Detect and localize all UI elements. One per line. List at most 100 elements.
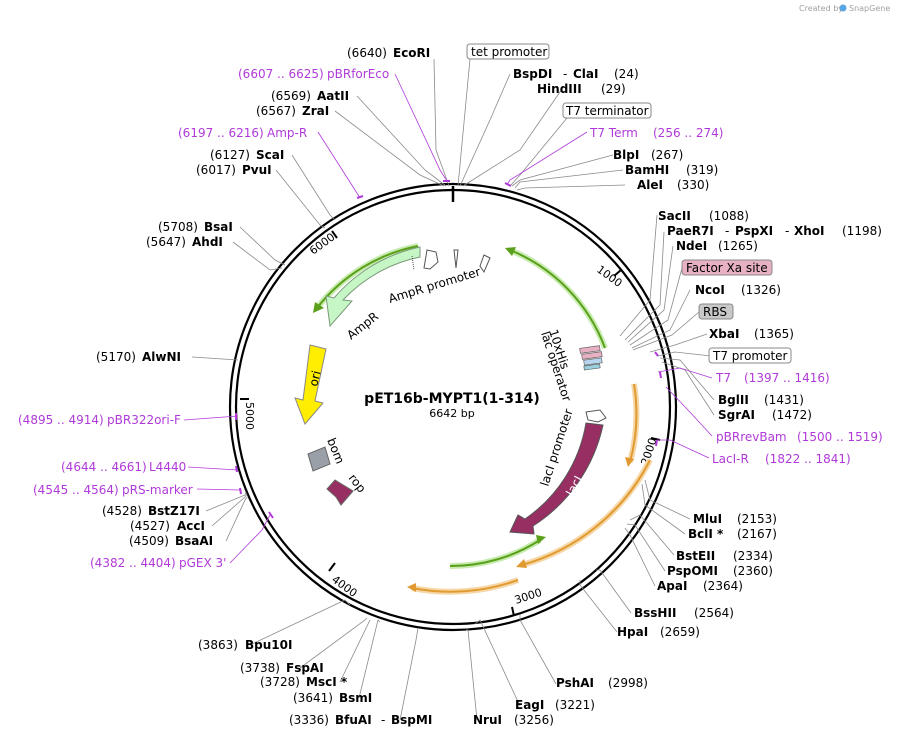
primer-markers [235,180,662,519]
svg-text:(2364): (2364) [703,579,743,593]
svg-text:NruI: NruI [473,713,502,727]
ampr-promoter-arrow [423,249,439,270]
svg-text:(3336): (3336) [289,713,329,727]
snapgene-logo-icon [839,4,847,12]
svg-text:BspDI: BspDI [513,67,552,81]
svg-text:(3256): (3256) [514,713,554,727]
svg-text:HpaI: HpaI [617,625,648,639]
laci-feature [509,422,604,535]
tick-label-3000: 3000 [513,586,544,607]
svg-text:pBRforEco: pBRforEco [327,67,389,81]
svg-text:(330): (330) [677,178,709,192]
svg-text:BlpI: BlpI [613,148,639,162]
svg-text:(2334): (2334) [733,549,773,563]
svg-text:RBS: RBS [703,305,727,319]
svg-text:-: - [563,67,567,81]
svg-text:(1265): (1265) [718,239,758,253]
svg-text:XbaI: XbaI [709,327,739,341]
svg-text:(3738): (3738) [240,661,280,675]
svg-text:(2998): (2998) [608,676,648,690]
svg-text:(6127): (6127) [210,148,250,162]
svg-text:(6607 .. 6625): (6607 .. 6625) [238,67,324,81]
boxed-factor-xa-site: Factor Xa site [681,259,773,276]
tick-label-5000: 5000 [243,402,256,430]
svg-text:SacII: SacII [658,209,691,223]
svg-text:(1500 .. 1519): (1500 .. 1519) [797,430,883,444]
svg-text:(6017): (6017) [196,163,236,177]
svg-text:(3221): (3221) [555,698,595,712]
svg-text:BsmI: BsmI [339,691,372,705]
svg-text:BglII: BglII [718,393,749,407]
svg-text:pBRrevBam: pBRrevBam [716,430,787,444]
svg-text:Amp-R: Amp-R [267,126,307,140]
svg-text:-: - [381,713,385,727]
boxed-t7-terminator: T7 terminator [562,102,652,119]
svg-text:MscI *: MscI * [306,675,348,689]
svg-text:BstEII: BstEII [676,549,715,563]
leader-lines [191,58,715,721]
svg-text:T7 Term: T7 Term [589,126,638,140]
svg-text:PaeR7I: PaeR7I [667,224,714,238]
svg-text:(5647): (5647) [146,235,186,249]
svg-text:PspXI: PspXI [735,224,773,238]
svg-text:pRS-marker: pRS-marker [122,483,193,497]
laci-promoter-arrow [585,409,607,423]
svg-text:(4545 .. 4564): (4545 .. 4564) [33,483,119,497]
svg-text:-: - [725,224,729,238]
boxed-t7-promoter: T7 promoter [708,347,792,364]
svg-text:(1472): (1472) [772,408,812,422]
svg-text:T7 promoter: T7 promoter [712,349,788,363]
svg-text:(256 .. 274): (256 .. 274) [653,126,723,140]
svg-text:L4440: L4440 [149,460,186,474]
svg-text:BspMI: BspMI [391,713,432,727]
svg-text:(4382 .. 4404): (4382 .. 4404) [90,556,176,570]
ori-feature [294,344,327,425]
svg-text:(1397 .. 1416): (1397 .. 1416) [744,371,830,385]
svg-text:ClaI: ClaI [573,67,598,81]
svg-text:(3641): (3641) [293,691,333,705]
svg-text:BclI *: BclI * [688,527,724,541]
svg-text:(24): (24) [614,67,639,81]
svg-text:AlwNI: AlwNI [142,350,181,364]
svg-text:(4895 .. 4914): (4895 .. 4914) [18,413,104,427]
svg-text:(4527): (4527) [130,519,170,533]
site-labels: (6640) EcoRI BspDI - ClaI (24) HindIII (… [96,46,882,727]
svg-text:ZraI: ZraI [302,104,329,118]
svg-text:AccI: AccI [177,519,205,533]
svg-text:BssHII: BssHII [634,606,676,620]
svg-text:(1088): (1088) [709,209,749,223]
svg-text:BsaI: BsaI [204,220,233,234]
svg-text:(1822 .. 1841): (1822 .. 1841) [765,452,851,466]
svg-text:NdeI: NdeI [676,239,707,253]
svg-text:ApaI: ApaI [657,579,687,593]
primer-labels: (6607 .. 6625) pBRforEco T7 Term (256 ..… [18,67,883,570]
boxed-tet-promoter: tet promoter [466,43,550,60]
svg-text:SgrAI: SgrAI [718,408,755,422]
svg-text:(1198): (1198) [842,224,882,238]
svg-text:LacI-R: LacI-R [712,452,749,466]
primer-leader-lines [183,73,713,564]
svg-text:(1431): (1431) [764,393,804,407]
svg-text:EagI: EagI [515,698,544,712]
plasmid-name: pET16b-MYPT1(1-314) [364,391,540,407]
svg-text:(3863): (3863) [198,638,238,652]
svg-text:T7: T7 [715,371,731,385]
svg-text:XhoI: XhoI [794,224,825,238]
rop-feature [326,479,354,506]
svg-text:(6567): (6567) [256,104,296,118]
tick-marks [240,230,661,617]
site-name: EcoRI [393,46,430,60]
promoter-glyphs-top [453,249,491,274]
backbone-outer [228,182,678,632]
svg-text:FspAI: FspAI [286,661,324,675]
svg-text:-: - [785,224,789,238]
svg-text:T7 terminator: T7 terminator [565,104,649,118]
ampr-feature [325,246,421,328]
svg-text:(1326): (1326) [741,283,781,297]
svg-text:(2659): (2659) [660,625,700,639]
ampr-promoter-label: AmpR promoter [387,265,482,306]
svg-text:(319): (319) [686,163,718,177]
svg-text:(29): (29) [601,82,626,96]
svg-text:MluI: MluI [693,512,722,526]
svg-text:(4528): (4528) [102,504,142,518]
